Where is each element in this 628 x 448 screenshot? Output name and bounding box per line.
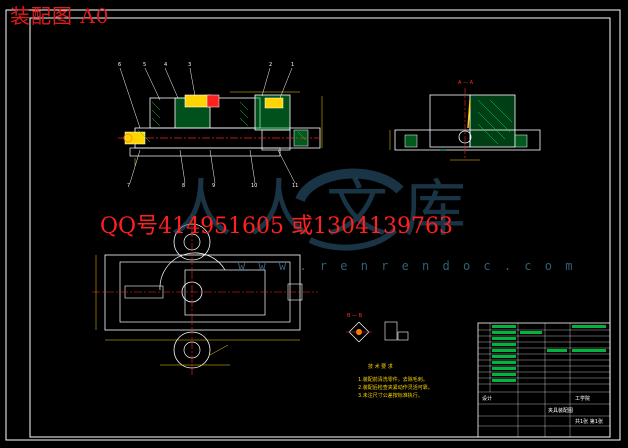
callout-3: 3 xyxy=(188,62,192,68)
title-block-school: 工学院 xyxy=(575,396,591,402)
callout-1: 1 xyxy=(291,62,295,68)
section-aa-view xyxy=(389,88,541,161)
callout-10: 10 xyxy=(251,183,258,189)
callout-2: 2 xyxy=(269,62,273,68)
callout-4: 4 xyxy=(164,62,168,68)
top-view xyxy=(92,215,318,375)
note-3: 3.未注尺寸公差按标准执行。 xyxy=(358,393,423,399)
notes-heading: 技 术 要 求 xyxy=(368,364,393,370)
watermark-brand: 人人文库 xyxy=(170,172,483,245)
callout-11: 11 xyxy=(292,183,299,189)
callout-6: 6 xyxy=(118,62,122,68)
title-block-sheet: 共1张 第1张 xyxy=(575,419,603,425)
outer-border xyxy=(5,9,621,441)
callout-7: 7 xyxy=(127,183,131,189)
watermark-logo xyxy=(295,168,404,251)
section-aa-label: A — A xyxy=(458,80,474,86)
title-block-name: 夹具装配图 xyxy=(548,408,574,414)
contact-text: QQ号414951605 或1304139763 xyxy=(100,214,454,239)
callout-9: 9 xyxy=(212,183,216,189)
inner-frame xyxy=(29,17,611,438)
front-view xyxy=(118,67,323,184)
callout-8: 8 xyxy=(182,183,186,189)
section-bb-label: B — B xyxy=(347,313,363,319)
note-1: 1.装配前清洗零件，去除毛刺。 xyxy=(358,377,428,383)
watermark-site: w w w . r e n r e n d o c . c o m xyxy=(238,259,576,273)
drawing-title: 装配图 A0 xyxy=(10,4,110,28)
title-block xyxy=(477,322,611,438)
section-bb-view xyxy=(346,321,409,343)
title-block-designer: 设计 xyxy=(482,396,493,402)
note-2: 2.装配后检查夹紧动作灵活可靠。 xyxy=(358,385,433,391)
callout-5: 5 xyxy=(143,62,147,68)
